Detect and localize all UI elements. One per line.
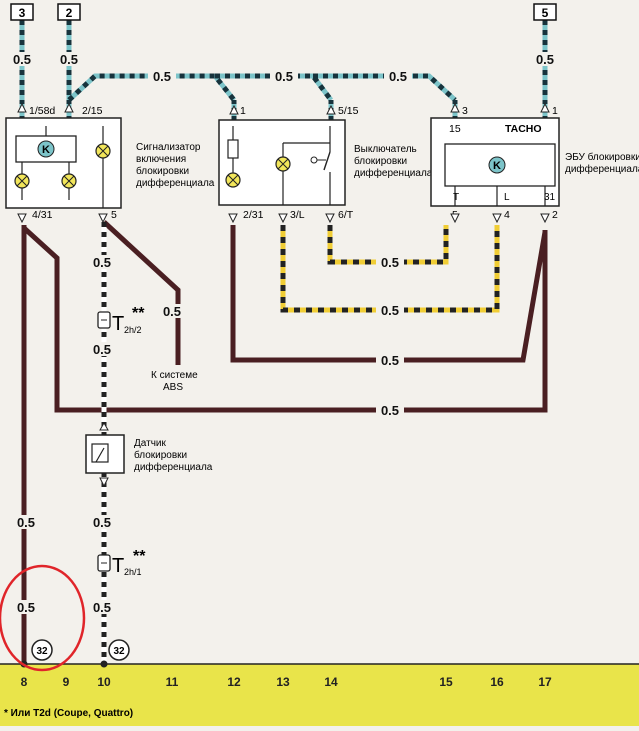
indicator-label-1: Сигнализатор [136, 142, 201, 153]
abs-label: К системе ABS [151, 370, 198, 393]
svg-text:16: 16 [490, 675, 504, 689]
ground-badge: 32 [108, 639, 130, 661]
pin-label: 5/15 [338, 105, 359, 117]
bulb-icon [275, 156, 291, 172]
svg-text:12: 12 [227, 675, 241, 689]
svg-text:К системе: К системе [151, 370, 198, 381]
bulb-icon [61, 173, 77, 189]
gauge-label: 0.5 [381, 255, 399, 270]
indicator-label-3: блокировки [136, 165, 189, 177]
svg-text:10: 10 [97, 675, 111, 689]
svg-text:14: 14 [324, 675, 338, 689]
bulb-icon [225, 172, 241, 188]
svg-text:2: 2 [66, 6, 73, 20]
svg-text:**: ** [132, 305, 145, 322]
switch-module: 1 5/15 2/31 3/L 6/T Выключатель блокиров… [218, 105, 433, 221]
switch-label-1: Выключатель [354, 144, 417, 155]
svg-text:9: 9 [63, 675, 70, 689]
pin-label: 2/15 [82, 105, 103, 117]
svg-text:13: 13 [276, 675, 290, 689]
sensor-label-1: Датчик [134, 438, 166, 449]
pin-label: 5 [111, 209, 117, 221]
gauge-label: 0.5 [93, 342, 111, 357]
bulb-icon [14, 173, 30, 189]
ecu-label-1: ЭБУ блокировки [565, 151, 639, 163]
terminal-box-5: 5 [533, 3, 557, 21]
pin-label: 2/31 [243, 209, 264, 221]
footnote: * Или T2d (Coupe, Quattro) [4, 708, 133, 719]
pin-label: 3 [462, 105, 468, 117]
bottom-ruler: 8 9 10 11 12 13 14 15 16 17 * Или T2d (C… [0, 660, 639, 726]
gauge-label: 0.5 [153, 69, 171, 84]
svg-text:K: K [42, 144, 50, 156]
gauge-label: 0.5 [389, 69, 407, 84]
svg-text:32: 32 [36, 646, 48, 657]
gauge-label: 0.5 [381, 303, 399, 318]
pin-label: 4 [504, 209, 510, 221]
svg-text:ABS: ABS [163, 382, 183, 393]
tacho-label: TACHO [505, 123, 542, 135]
terminal-box-2: 2 [57, 3, 81, 21]
svg-text:2h/1: 2h/1 [124, 567, 142, 577]
svg-text:8: 8 [21, 675, 28, 689]
gauge-label: 0.5 [536, 52, 554, 67]
ecu-label-2: дифференциала [565, 163, 639, 175]
svg-text:2h/2: 2h/2 [124, 325, 142, 335]
gauge-label: 0.5 [381, 403, 399, 418]
svg-text:T: T [112, 313, 124, 335]
svg-text:32: 32 [113, 646, 125, 657]
gauge-label: 0.5 [17, 600, 35, 615]
gauge-label: 0.5 [381, 353, 399, 368]
ground-badge: 32 [31, 639, 53, 661]
switch-icon [310, 126, 331, 205]
gauge-label: 0.5 [93, 600, 111, 615]
terminal-box-3: 3 [10, 3, 34, 21]
ecu-module: K TACHO 15 T L 31 3 1 5 4 2 ЭБУ блокиров… [430, 105, 639, 221]
svg-text:15: 15 [439, 675, 453, 689]
pin-label: 1/58d [29, 105, 55, 117]
sensor: Датчик блокировки дифференциала [85, 421, 213, 488]
highlight-circle [0, 564, 86, 672]
svg-text:**: ** [133, 548, 146, 565]
indicator-label-2: включения [136, 154, 186, 165]
relay-icon [488, 156, 506, 174]
pin-label: 1 [240, 105, 246, 117]
pin-label: 2 [552, 209, 558, 221]
connector-t2h2: T 2h/2 ** [97, 305, 145, 335]
svg-text:5: 5 [542, 6, 549, 20]
gauge-label: 0.5 [93, 515, 111, 530]
gauge-label: 0.5 [93, 255, 111, 270]
gauge-label: 0.5 [163, 304, 181, 319]
gauge-label: 0.5 [17, 515, 35, 530]
connector-t2h1: T 2h/1 ** [97, 548, 146, 577]
pin-label: 31 [544, 192, 556, 203]
bulb-icon [95, 143, 111, 159]
sensor-label-3: дифференциала [134, 461, 213, 473]
pin-label: 3/L [290, 209, 305, 221]
pin-label: T [453, 192, 459, 203]
switch-label-2: блокировки [354, 155, 407, 167]
pin-label: 4/31 [32, 209, 53, 221]
svg-text:T: T [112, 555, 124, 577]
svg-text:11: 11 [166, 675, 179, 689]
pin-label: 6/T [338, 209, 354, 221]
gauge-label: 0.5 [275, 69, 293, 84]
pin-label: 1 [552, 105, 558, 117]
switch-label-3: дифференциала [354, 167, 433, 179]
pin-label: 15 [449, 123, 461, 135]
gauge-label: 0.5 [60, 52, 78, 67]
sensor-label-2: блокировки [134, 449, 187, 461]
pin-label: L [504, 192, 510, 203]
wire-ground-loop [22, 226, 548, 413]
wire-abs [102, 220, 181, 365]
svg-text:17: 17 [538, 675, 552, 689]
relay-icon [37, 140, 55, 158]
svg-text:3: 3 [19, 6, 26, 20]
gauge-label: 0.5 [13, 52, 31, 67]
indicator-module: K 1/58d 2/15 4/31 5 Сигнализатор включен… [5, 105, 215, 221]
indicator-label-4: дифференциала [136, 177, 215, 189]
svg-text:K: K [493, 160, 501, 172]
